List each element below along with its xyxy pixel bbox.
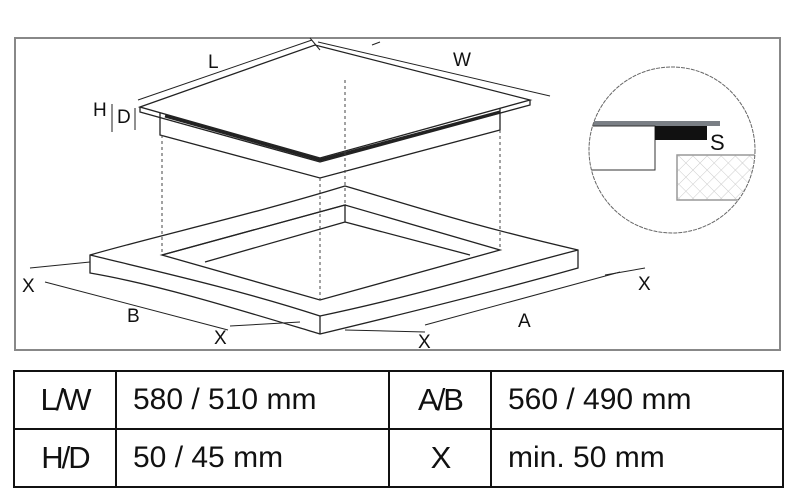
label-s: S	[710, 130, 725, 155]
key-cell: A/B	[388, 370, 492, 430]
countertop	[89, 185, 579, 335]
label-x-bottom-right: X	[418, 332, 431, 353]
value-cell: min. 50 mm	[490, 428, 784, 488]
installation-diagram: L W H D B A X X X X S	[14, 37, 781, 353]
label-x-right: X	[638, 274, 651, 295]
table-row: L/W 580 / 510 mm A/B 560 / 490 mm	[13, 370, 784, 430]
value-cell: 50 / 45 mm	[115, 428, 390, 488]
table-row: H/D 50 / 45 mm X min. 50 mm	[13, 428, 784, 488]
label-l: L	[208, 52, 219, 73]
key-cell: L/W	[13, 370, 117, 430]
label-a: A	[518, 311, 531, 332]
label-d: D	[117, 107, 131, 128]
detail-inset: S	[588, 66, 756, 234]
key-cell: H/D	[13, 428, 117, 488]
hob	[137, 44, 533, 179]
value-cell: 560 / 490 mm	[490, 370, 784, 430]
label-w: W	[453, 50, 471, 71]
label-x-left: X	[22, 276, 35, 297]
value-cell: 580 / 510 mm	[115, 370, 390, 430]
dimensions-table: L/W 580 / 510 mm A/B 560 / 490 mm H/D 50…	[13, 370, 784, 488]
label-x-bottom-left: X	[214, 328, 227, 349]
key-cell: X	[388, 428, 492, 488]
label-b: B	[127, 306, 140, 327]
label-h: H	[93, 100, 107, 121]
